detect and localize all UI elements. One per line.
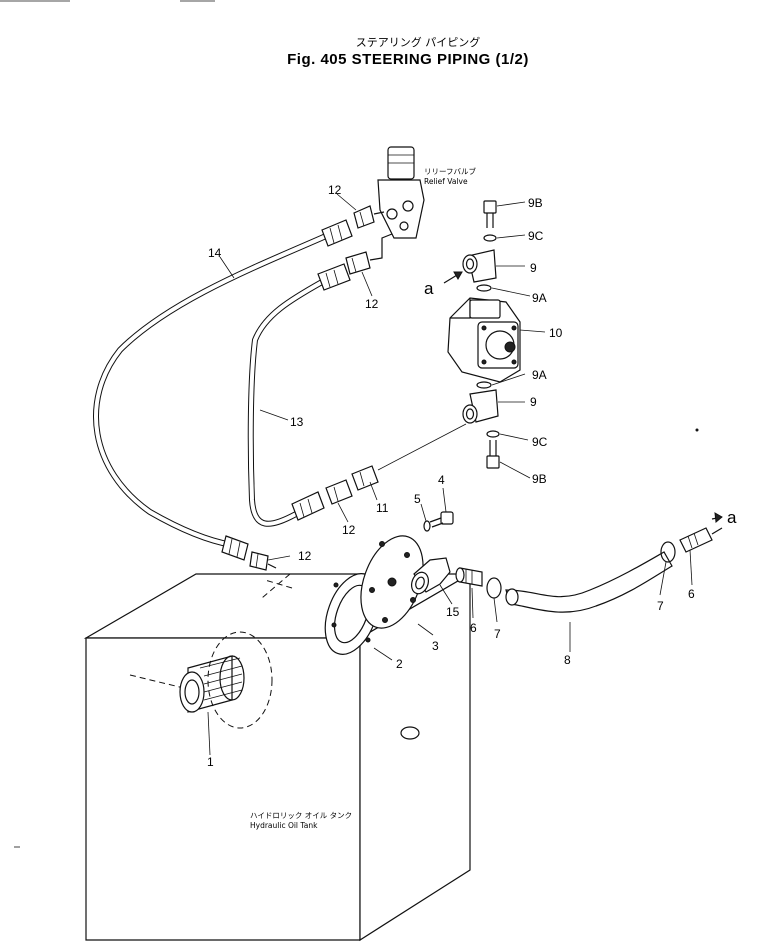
callout-11: 11 [376, 501, 389, 515]
hose-connector [679, 527, 723, 553]
hose-connector [455, 567, 483, 587]
callout-13: 13 [290, 415, 304, 429]
bolt [429, 511, 454, 528]
pressure-hose [247, 263, 351, 527]
hose-adaptor [325, 479, 353, 505]
callout-4: 4 [438, 473, 445, 487]
callout-9: 9 [530, 261, 537, 275]
o-ring [476, 381, 492, 389]
callout-7: 7 [657, 599, 664, 613]
hose-adaptor [249, 551, 277, 571]
suction-hose [505, 551, 673, 613]
cover-plate [360, 535, 424, 629]
hose-adaptor [351, 465, 379, 491]
elbow-fitting [410, 557, 451, 595]
callout-labels: 1 2 3 4 5 6 6 7 7 8 9 9 9A 9A 9B 9B 9C 9… [207, 183, 737, 769]
pump-elbow-upper [462, 249, 497, 283]
tank-label-japanese: ハイドロリック オイル タンク [250, 811, 352, 820]
flange-bolt [486, 440, 500, 469]
hose-adaptor [345, 233, 393, 275]
callout-7: 7 [494, 627, 501, 641]
callout-a: a [727, 508, 737, 527]
callout-3: 3 [432, 639, 439, 653]
callout-2: 2 [396, 657, 403, 671]
pipe-connection-line [377, 423, 467, 471]
leader-lines [207, 193, 693, 756]
callout-10: 10 [549, 326, 563, 340]
arrow-head [453, 271, 463, 281]
callout-15: 15 [446, 605, 460, 619]
callout-9: 9 [530, 395, 537, 409]
callout-9B: 9B [528, 196, 543, 210]
callout-9C: 9C [528, 229, 544, 243]
relief-valve-label-japanese: リリーフバルブ [424, 166, 477, 176]
callout-12: 12 [328, 183, 342, 197]
hose-adaptor [353, 205, 385, 229]
callout-8: 8 [564, 653, 571, 667]
callout-5: 5 [414, 492, 421, 506]
tank-label-english: Hydraulic Oil Tank [250, 821, 318, 830]
relief-valve-label-english: Relief Valve [424, 177, 468, 186]
o-ring [476, 284, 492, 292]
spring-washer [483, 234, 497, 242]
callout-1: 1 [207, 755, 214, 769]
pump-elbow-lower [462, 389, 499, 424]
callout-14: 14 [208, 246, 222, 260]
callout-6: 6 [470, 621, 477, 635]
figure-title: Fig. 405 STEERING PIPING (1/2) [287, 51, 529, 68]
arrow-head [714, 512, 723, 523]
hose-clamp [660, 541, 676, 563]
spring-washer [486, 430, 500, 438]
steering-pump [447, 297, 521, 383]
callout-6: 6 [688, 587, 695, 601]
washer [423, 520, 431, 532]
callout-12: 12 [365, 297, 379, 311]
callout-9B: 9B [532, 472, 547, 486]
hose-clamp [486, 577, 502, 599]
stray-mark [695, 428, 699, 432]
callout-12: 12 [342, 523, 356, 537]
callout-9A: 9A [532, 291, 547, 305]
callout-9A: 9A [532, 368, 547, 382]
callout-9C: 9C [532, 435, 548, 449]
strainer [179, 655, 245, 713]
leader-dash [261, 573, 291, 599]
title-japanese: ステアリング パイピング [356, 35, 481, 49]
relief-valve [377, 146, 425, 239]
callout-a: a [424, 279, 434, 298]
hydraulic-oil-tank [83, 572, 473, 942]
callout-12: 12 [298, 549, 312, 563]
flange-bolt [483, 200, 497, 228]
